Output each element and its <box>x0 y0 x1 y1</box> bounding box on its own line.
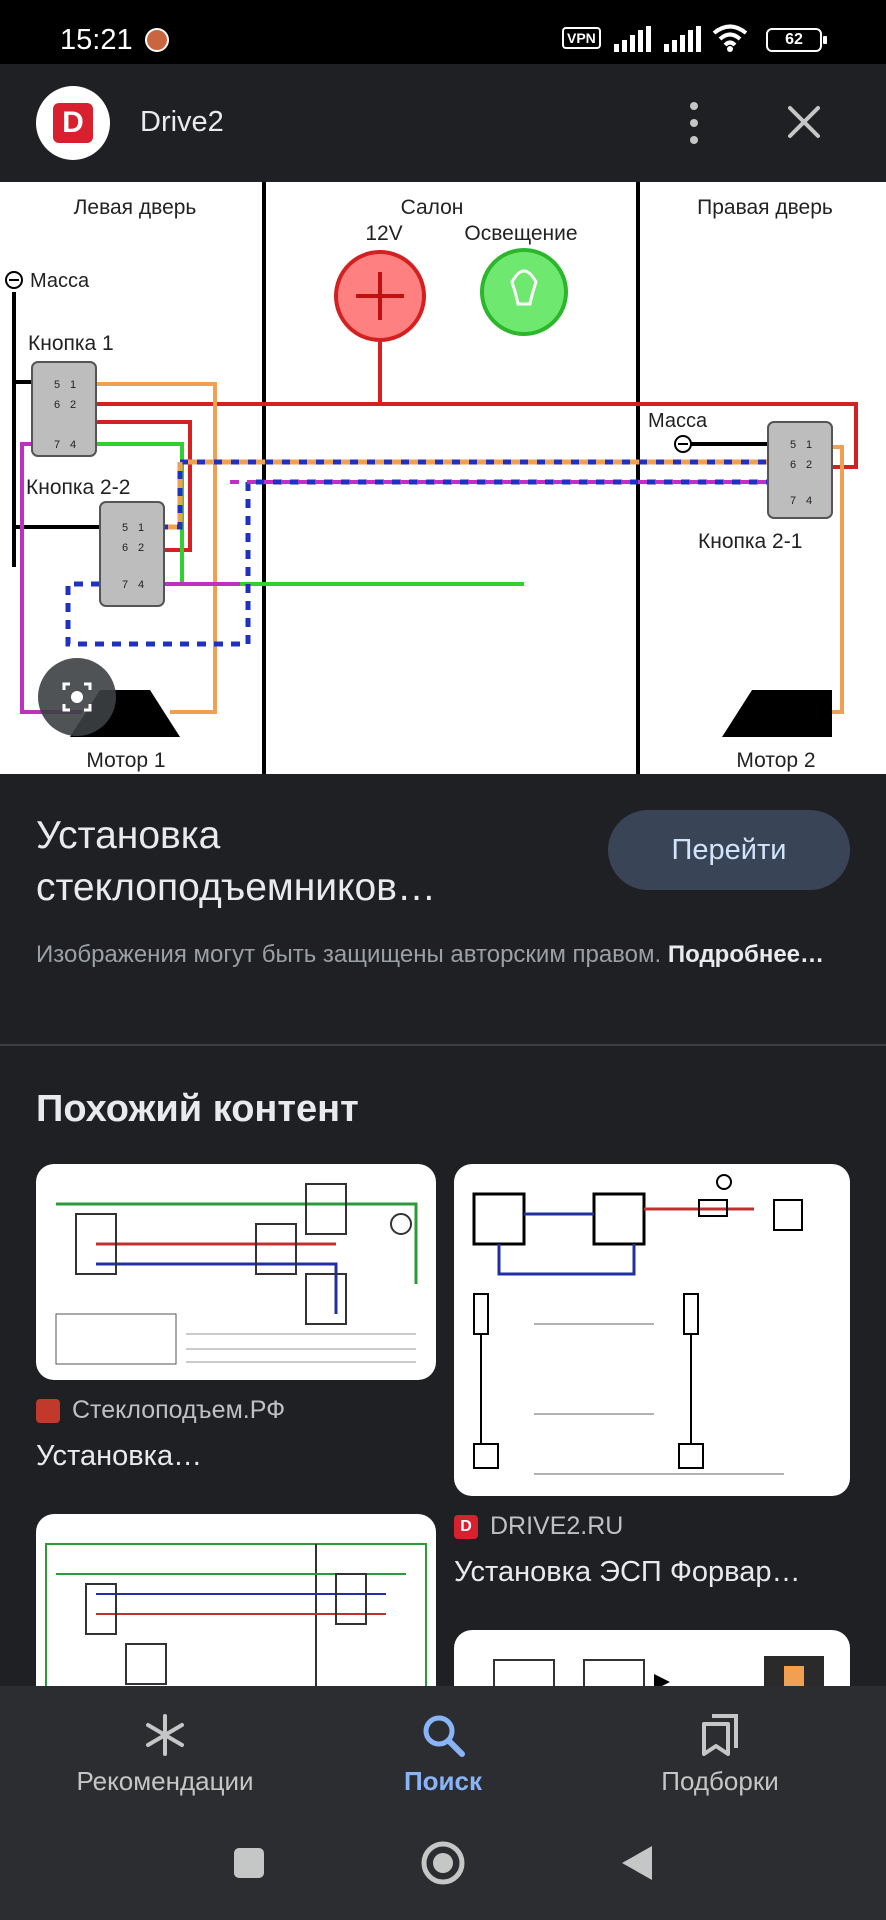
home-icon[interactable] <box>420 1840 466 1886</box>
copyright-text: Изображения могут быть защищены авторски… <box>36 941 662 968</box>
motor2-icon <box>722 690 832 737</box>
nav-collections[interactable]: Подборки <box>620 1686 820 1808</box>
bookmarks-icon <box>702 1714 738 1756</box>
pin-5: 5 <box>54 379 60 391</box>
result-title-line1: Установка <box>36 814 221 857</box>
pin-4: 4 <box>70 439 76 451</box>
switch-button21 <box>767 421 833 519</box>
recents-icon[interactable] <box>232 1846 266 1880</box>
light-terminal <box>480 248 568 336</box>
label-motor2: Мотор 2 <box>736 749 815 772</box>
result-title[interactable]: Установка стеклоподъемников… <box>36 810 596 914</box>
switch-button22 <box>99 501 165 607</box>
label-left-door: Левая дверь <box>74 196 197 219</box>
search-icon <box>423 1715 465 1757</box>
similar-card-caption-1[interactable]: Установка… <box>36 1440 203 1472</box>
battery-icon: 62 <box>766 28 827 52</box>
nav-recommendations[interactable]: Рекомендации <box>40 1686 290 1808</box>
label-right-door: Правая дверь <box>697 196 833 219</box>
pin-6: 6 <box>54 399 60 411</box>
wifi-icon <box>712 24 748 52</box>
pin-7b: 7 <box>122 579 128 591</box>
ground-left-icon <box>5 271 23 289</box>
pin-2c: 2 <box>806 459 812 471</box>
status-time: 15:21 <box>60 24 133 56</box>
pin-2: 2 <box>70 399 76 411</box>
divider <box>0 1044 886 1046</box>
bulb-icon <box>510 269 538 306</box>
thumbnail-diagram-1 <box>55 1183 418 1365</box>
thumbnail-diagram-2 <box>472 1174 803 1475</box>
pin-7c: 7 <box>790 495 796 507</box>
plus-icon <box>356 272 404 320</box>
label-light: Освещение <box>464 222 577 245</box>
similar-card-image-3[interactable] <box>36 1514 436 1704</box>
pin-5c: 5 <box>790 439 796 451</box>
close-icon[interactable] <box>782 100 826 144</box>
wiring-diagram: Левая дверь Салон Правая дверь 12V Освещ… <box>5 182 858 774</box>
wiring-diagram-image[interactable]: Левая дверь Салон Правая дверь 12V Освещ… <box>0 182 886 774</box>
drive2-logo-icon: D <box>53 103 93 143</box>
asterisk-icon <box>146 1714 184 1756</box>
label-motor1: Мотор 1 <box>86 749 165 772</box>
nav-search[interactable]: Поиск <box>358 1686 528 1808</box>
favicon-icon <box>36 1398 60 1423</box>
nav-label-search: Поиск <box>403 1766 483 1796</box>
more-options-icon[interactable] <box>682 100 706 146</box>
pin-4c: 4 <box>806 495 812 507</box>
similar-card-image-2[interactable] <box>454 1164 850 1496</box>
thumbnail-diagram-3 <box>45 1543 427 1704</box>
go-button[interactable]: Перейти <box>608 810 850 890</box>
site-name[interactable]: Drive2 <box>140 106 224 138</box>
pin-2b: 2 <box>138 542 144 554</box>
label-salon: Салон <box>401 196 464 219</box>
label-button22: Кнопка 2-2 <box>26 476 130 499</box>
bottom-navigation: Рекомендации Поиск Подборки <box>0 1686 886 1808</box>
nav-label-collections: Подборки <box>661 1766 779 1796</box>
label-button21: Кнопка 2-1 <box>698 530 802 553</box>
pin-4b: 4 <box>138 579 144 591</box>
pin-7: 7 <box>54 439 60 451</box>
nav-label-recommendations: Рекомендации <box>76 1766 254 1796</box>
pin-1c: 1 <box>806 439 812 451</box>
pin-5b: 5 <box>122 522 128 534</box>
viewer-header: D Drive2 <box>0 64 886 182</box>
result-title-line2: стеклоподъемников… <box>36 866 436 909</box>
pin-1b: 1 <box>138 522 144 534</box>
similar-card-source-1[interactable]: Стеклоподъем.РФ <box>36 1396 285 1425</box>
label-ground-left: Масса <box>30 270 90 292</box>
site-logo[interactable]: D <box>36 86 110 160</box>
pin-1: 1 <box>70 379 76 391</box>
similar-card-source-2[interactable]: D DRIVE2.RU <box>454 1512 623 1541</box>
similar-content-title: Похожий контент <box>36 1088 359 1130</box>
switch-button1 <box>31 361 97 457</box>
similar-card-image-1[interactable] <box>36 1164 436 1380</box>
notification-icon <box>145 28 169 52</box>
signal-icon-2 <box>664 26 701 52</box>
back-icon[interactable] <box>618 1844 654 1882</box>
label-12v: 12V <box>365 222 402 245</box>
status-bar: 15:21 VPN 62 <box>0 0 886 64</box>
similar-card-caption-2[interactable]: Установка ЭСП Форвар… <box>454 1556 801 1588</box>
copyright-notice: Изображения могут быть защищены авторски… <box>36 936 836 974</box>
system-navigation <box>0 1808 886 1920</box>
lens-search-button[interactable] <box>38 658 116 736</box>
vpn-badge: VPN <box>562 27 601 49</box>
label-button1: Кнопка 1 <box>28 332 114 355</box>
signal-icon <box>614 26 651 52</box>
label-ground-right: Масса <box>648 410 708 432</box>
learn-more-link[interactable]: Подробнее… <box>667 941 825 968</box>
pin-6b: 6 <box>122 542 128 554</box>
lens-icon <box>62 682 92 712</box>
pin-6c: 6 <box>790 459 796 471</box>
drive2-favicon-icon: D <box>454 1514 478 1539</box>
